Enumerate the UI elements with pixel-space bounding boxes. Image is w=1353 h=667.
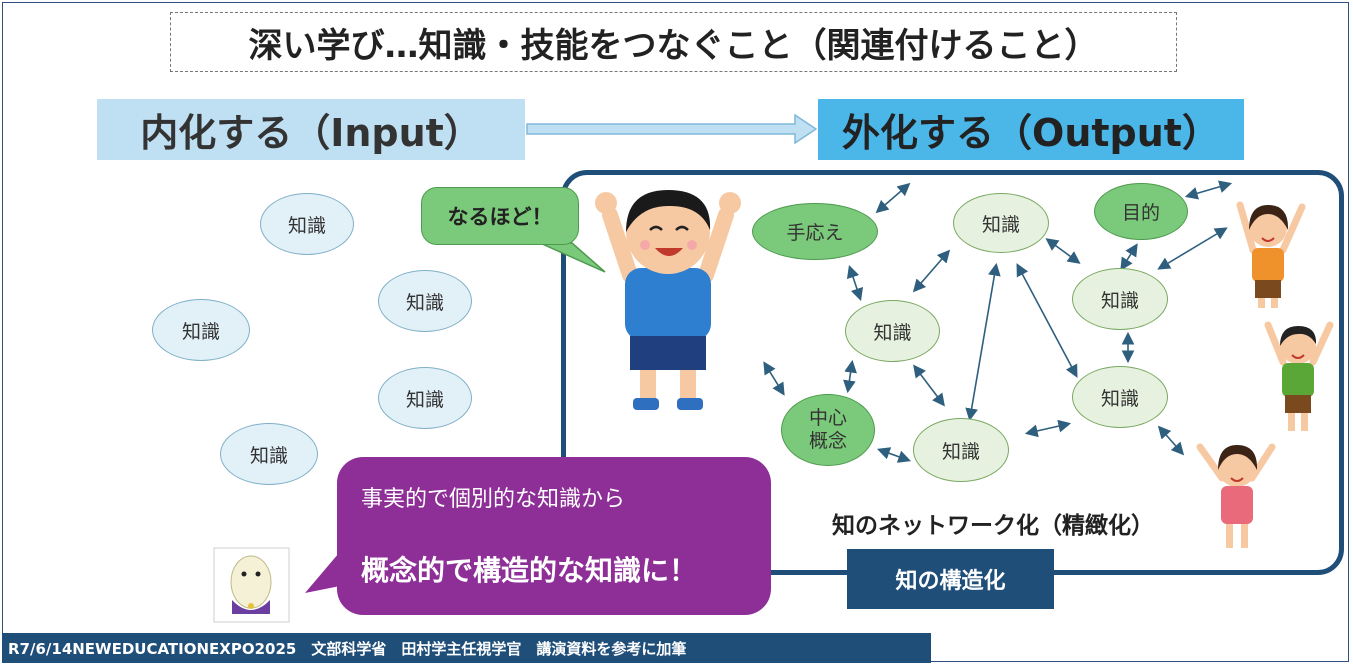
footer-credit: R7/6/14NEWEDUCATIONEXPO2025 文部科学省 田村学主任視… <box>2 633 931 663</box>
output-label: 外化する（Output） <box>818 99 1244 160</box>
knowledge-node: 知識 <box>378 367 472 429</box>
purple-bubble-line1: 事実的で個別的な知識から <box>361 487 626 512</box>
knowledge-node: 知識 <box>152 299 250 361</box>
knowledge-node: 知識 <box>378 270 472 332</box>
input-label: 内化する（Input） <box>97 99 525 160</box>
node-chushin-gainen: 中心 概念 <box>781 394 875 466</box>
knowledge-node: 知識 <box>220 423 318 485</box>
speech-bubble: なるほど！ <box>421 187 579 245</box>
slide-title: 深い学び…知識・技能をつなぐこと（関連付けること） <box>170 12 1177 72</box>
knowledge-node: 知識 <box>845 300 940 362</box>
knowledge-node: 知識 <box>953 193 1049 253</box>
purple-bubble-line2: 概念的で構造的な知識に！ <box>361 554 698 587</box>
knowledge-node: 知識 <box>260 193 354 255</box>
knowledge-node: 知識 <box>913 418 1009 482</box>
node-tegotae: 手応え <box>752 203 878 260</box>
node-mokuteki: 目的 <box>1094 183 1188 240</box>
purple-bubble: 事実的で個別的な知識から 概念的で構造的な知識に！ <box>337 457 771 615</box>
network-caption: 知のネットワーク化（精緻化） <box>832 513 1154 539</box>
structure-label: 知の構造化 <box>847 549 1054 609</box>
knowledge-node: 知識 <box>1072 366 1168 428</box>
knowledge-node: 知識 <box>1072 268 1168 330</box>
